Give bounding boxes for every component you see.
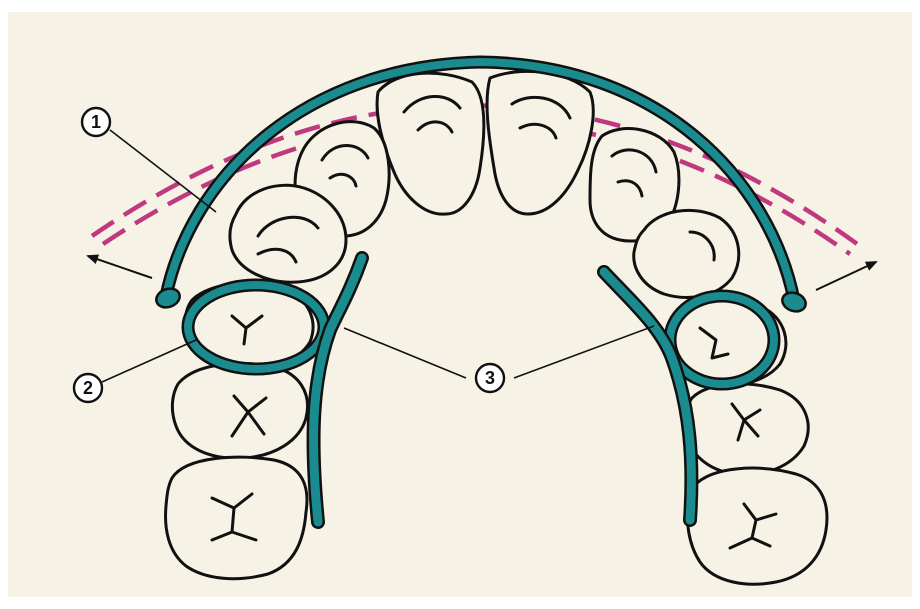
right-expansion-arrow xyxy=(816,262,876,290)
tooth-central-incisor-right xyxy=(487,71,593,214)
tooth-premolar-right-2 xyxy=(685,384,808,475)
label-1-text: 1 xyxy=(91,112,101,132)
tooth-canine-right xyxy=(634,210,739,297)
tooth-molar-right xyxy=(687,468,827,584)
tooth-central-incisor-left xyxy=(377,73,484,214)
label-marker-1: 1 xyxy=(82,108,110,136)
tooth-premolar-left-2 xyxy=(172,363,307,458)
label-marker-3: 3 xyxy=(476,364,504,392)
left-expansion-arrow xyxy=(88,256,152,278)
label-3-text: 3 xyxy=(485,368,495,388)
leader-line-2 xyxy=(102,340,196,382)
expansion-arrows xyxy=(88,256,876,290)
teeth xyxy=(166,71,827,584)
leader-line-3-left xyxy=(344,328,466,378)
leader-line-3-right xyxy=(514,326,654,378)
label-marker-2: 2 xyxy=(74,374,102,402)
label-2-text: 2 xyxy=(83,378,93,398)
tooth-molar-left xyxy=(166,457,307,579)
palatal-arms xyxy=(314,258,692,522)
